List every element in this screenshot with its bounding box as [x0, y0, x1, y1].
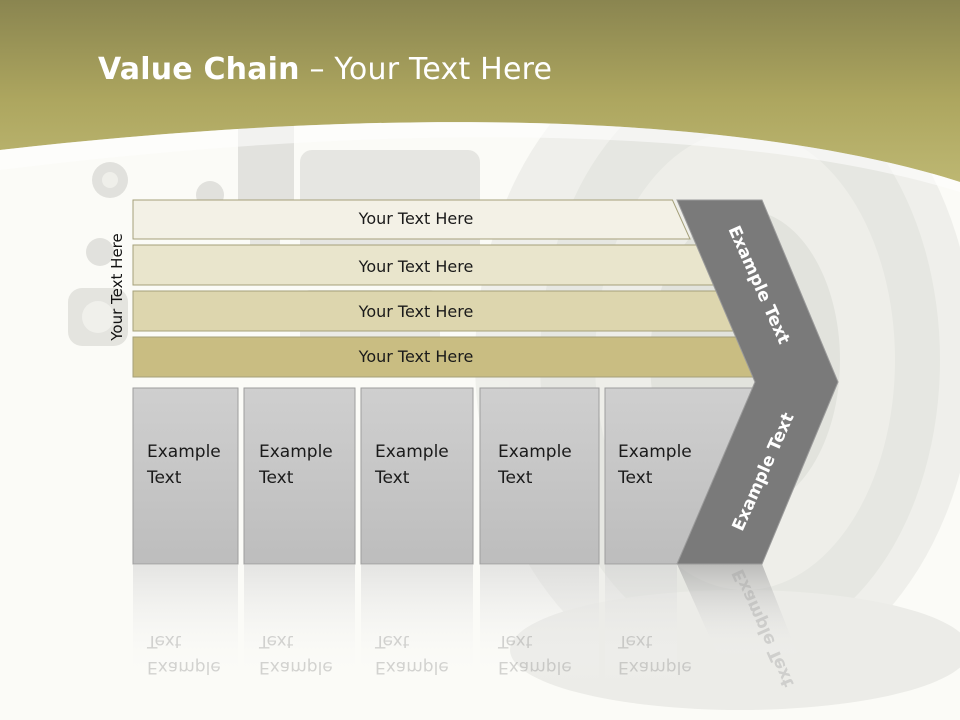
- title-bold: Value Chain: [98, 52, 300, 87]
- header-band: [0, 0, 960, 182]
- column-reflection: [361, 565, 473, 685]
- row-bar: [132, 199, 691, 240]
- column-reflection: [244, 565, 355, 685]
- column-reflection: [605, 565, 677, 685]
- column-box: [360, 387, 474, 565]
- page-title: Value Chain – Your Text Here: [98, 52, 552, 87]
- row-label: Your Text Here: [358, 257, 474, 276]
- column-box: [479, 387, 600, 565]
- title-rest: – Your Text Here: [299, 52, 553, 87]
- row-bars: [132, 199, 763, 378]
- chevron-reflection: [677, 564, 800, 660]
- vertical-label: Your Text Here: [108, 233, 126, 341]
- row-label: Your Text Here: [358, 347, 474, 366]
- column-boxes: [132, 387, 757, 565]
- reflections: [133, 565, 677, 685]
- row-label: Your Text Here: [358, 209, 474, 228]
- column-reflection: [480, 565, 599, 685]
- column-box: [243, 387, 356, 565]
- row-label: Your Text Here: [358, 302, 474, 321]
- column-reflection: [133, 565, 238, 685]
- column-box: [132, 387, 239, 565]
